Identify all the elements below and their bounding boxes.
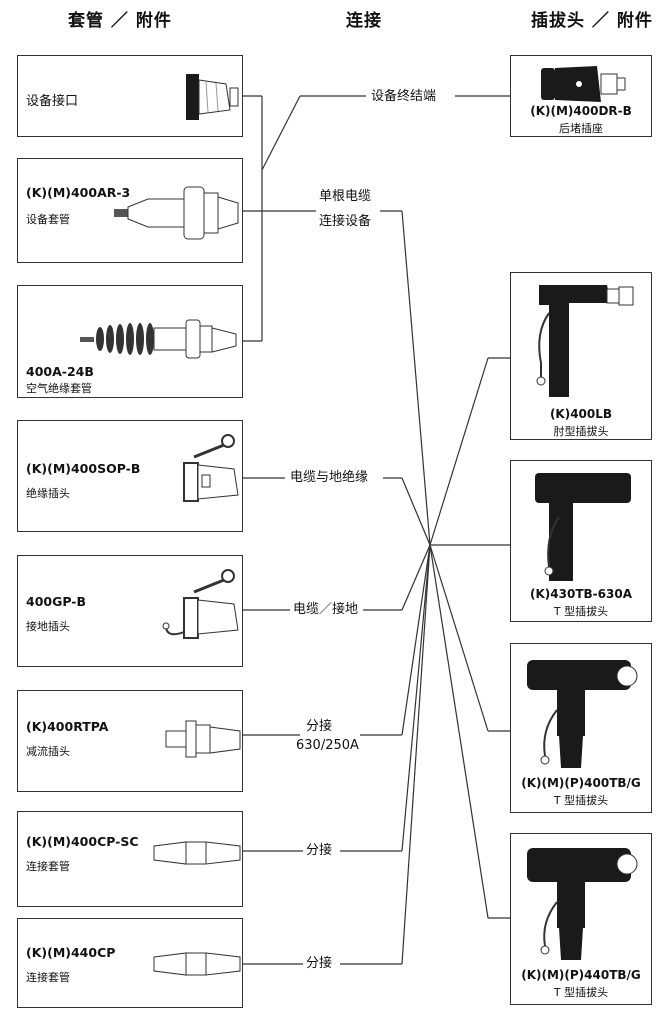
item-insulating-plug: (K)(M)400SOP-B 绝缘插头 [17,420,243,532]
item-desc: 设备套管 [26,213,70,226]
item-part-number: (K)(M)400SOP-B [26,461,141,476]
bushing-well-icon [186,74,239,120]
item-t-connector-400: (K)(M)(P)400TB/G T 型插拔头 [510,643,652,813]
t-connector-icon [527,660,638,768]
item-desc: 减流插头 [26,745,70,758]
label-tap-line1: 分接 [303,718,336,735]
item-t-connector-440: (K)(M)(P)440TB/G T 型插拔头 [510,833,652,1005]
label-tap-3: 分接 [303,955,336,972]
header-bushings: 套管 ／ 附件 [68,11,172,31]
item-desc: 连接套管 [26,860,70,873]
item-part-number: (K)400LB [549,407,613,421]
header-connectors: 插拔头 ／ 附件 [531,11,653,31]
dead-end-receptacle-icon [541,66,626,102]
label-tap-2: 分接 [303,842,336,859]
item-desc: 绝缘插头 [26,487,70,500]
label-cable-ground: 电缆／接地 [290,601,362,618]
item-part-number: 400A-24B [26,364,94,379]
item-desc: 连接套管 [26,971,70,984]
item-desc: T 型插拔头 [553,794,609,807]
item-part-number: (K)(M)400DR-B [530,104,632,118]
label-single-cable-line2: 连接设备 [316,213,375,230]
item-desc: T 型插拔头 [553,605,609,618]
label-tap-line2: 630/250A [293,737,362,754]
item-part-number: (K)430TB-630A [530,587,632,601]
item-part-number: (K)400RTPA [26,719,109,734]
item-elbow-connector: (K)400LB 肘型插拔头 [510,272,652,440]
item-grounding-plug: 400GP-B 接地插头 [17,555,243,667]
header-connection: 连接 [346,11,382,31]
item-connecting-plug-440: (K)(M)440CP 连接套管 [17,918,243,1008]
item-part-number: (K)(M)(P)440TB/G [521,968,641,982]
item-air-insulated-bushing: 400A-24B 空气绝缘套管 [17,285,243,398]
label-cable-insulation: 电缆与地绝缘 [287,469,372,486]
t-connector-icon [527,848,638,960]
item-desc: 空气绝缘套管 [26,382,92,395]
item-desc: 肘型插拔头 [553,425,609,438]
item-reducing-tap-plug: (K)400RTPA 减流插头 [17,690,243,792]
item-dead-end-receptacle: (K)(M)400DR-B 后堵插座 [510,55,652,137]
connecting-plug-icon [153,952,241,976]
item-bushing-well: 设备接口 [17,55,243,137]
grounding-plug-icon [162,569,239,639]
item-desc: 设备接口 [26,94,79,109]
label-single-cable-line1: 单根电缆 [316,188,375,205]
apparatus-bushing-icon [114,186,239,240]
item-part-number: (K)(M)400AR-3 [26,185,131,200]
item-t-connector-630: (K)430TB-630A T 型插拔头 [510,460,652,622]
reducing-tap-plug-icon [165,720,241,758]
item-desc: 后堵插座 [559,122,603,135]
item-apparatus-bushing: (K)(M)400AR-3 设备套管 [17,158,243,263]
insulating-plug-icon [183,434,239,502]
item-part-number: (K)(M)(P)400TB/G [521,776,641,790]
t-connector-icon [535,473,631,581]
label-equipment-termination: 设备终结端 [368,88,440,105]
item-desc: 接地插头 [26,620,70,633]
item-desc: T 型插拔头 [553,986,609,999]
connecting-plug-icon [153,841,241,865]
item-connecting-plug-sc: (K)(M)400CP-SC 连接套管 [17,811,243,907]
item-part-number: (K)(M)400CP-SC [26,834,139,849]
item-part-number: 400GP-B [26,594,87,609]
air-insulated-bushing-icon [80,319,237,359]
item-part-number: (K)(M)440CP [26,945,116,960]
elbow-connector-icon [536,285,634,397]
